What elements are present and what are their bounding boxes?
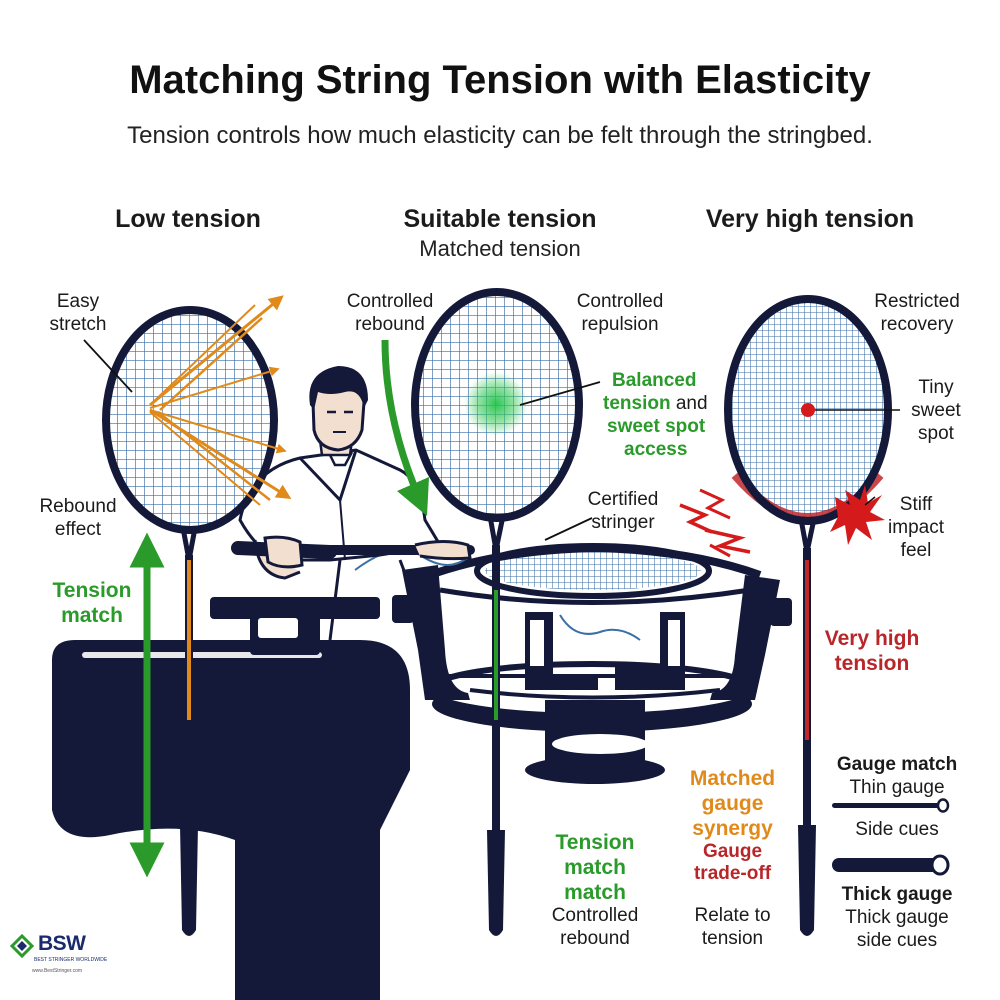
impact-zigzag-marks	[679, 488, 751, 558]
logo-tagline: BEST STRINGER WORLDWIDE	[34, 957, 108, 963]
racket-low-tension	[83, 295, 292, 936]
bsw-logo: BSW BEST STRINGER WORLDWIDE www.BestStri…	[8, 928, 107, 988]
label-controlled-rebound-top: Controlled rebound	[346, 291, 434, 335]
racket-high-tension	[724, 295, 900, 936]
label-relate-to-tension: Relate to tension	[694, 905, 771, 949]
logo-name: BSW	[38, 932, 86, 955]
label-gauge-trade-off: Gauge trade-off	[693, 841, 772, 884]
label-thick-gauge: Thick gauge	[841, 884, 953, 905]
label-controlled-repulsion: Controlled repulsion	[576, 291, 664, 335]
label-thick-gauge-side-cues: Thick gauge side cues	[845, 907, 949, 951]
label-thin-gauge: Thin gauge	[849, 777, 945, 798]
heading-low-tension: Low tension	[115, 205, 261, 233]
label-balanced: Balanced	[612, 370, 697, 391]
label-very-high-tension: Very high tension	[824, 627, 920, 675]
thick-gauge-icon	[832, 854, 950, 876]
label-and-word: and	[670, 393, 708, 414]
label-controlled-rebound-bottom: Controlled rebound	[551, 905, 639, 949]
label-side-cues: Side cues	[855, 819, 939, 840]
label-access: access	[624, 439, 688, 460]
subheading-matched-tension: Matched tension	[419, 236, 581, 261]
label-restricted-recovery: Restricted recovery	[874, 291, 960, 335]
label-stiff-impact-feel: Stiff impact feel	[888, 494, 944, 561]
label-tension-word: tension	[603, 393, 671, 414]
label-tiny-sweet-spot: Tiny sweet spot	[911, 377, 961, 444]
label-matched-gauge-synergy: Matched gauge synergy	[689, 767, 776, 840]
label-certified-stringer: Certified stringer	[587, 489, 659, 533]
label-gauge-match: Gauge match	[836, 754, 958, 775]
label-tension-match-left: Tension match	[52, 579, 132, 627]
label-sweet-spot: sweet spot	[607, 416, 706, 437]
label-balanced-line2: tension and	[603, 392, 723, 415]
thin-gauge-icon	[832, 798, 950, 813]
label-easy-stretch: Easy stretch	[49, 291, 107, 335]
racket-suitable-tension	[381, 288, 601, 936]
logo-url: www.BestStringer.com	[32, 968, 83, 974]
label-rebound-effect: Rebound effect	[39, 496, 117, 540]
page-subtitle: Tension controls how much elasticity can…	[127, 122, 873, 149]
logo-mark-icon	[9, 933, 35, 959]
stringer-person	[231, 366, 475, 641]
label-tension-match-bottom: Tension match match	[555, 831, 635, 904]
page-title: Matching String Tension with Elasticity	[129, 58, 871, 102]
heading-suitable-tension: Suitable tension	[403, 205, 597, 233]
heading-very-high-tension: Very high tension	[705, 205, 915, 233]
